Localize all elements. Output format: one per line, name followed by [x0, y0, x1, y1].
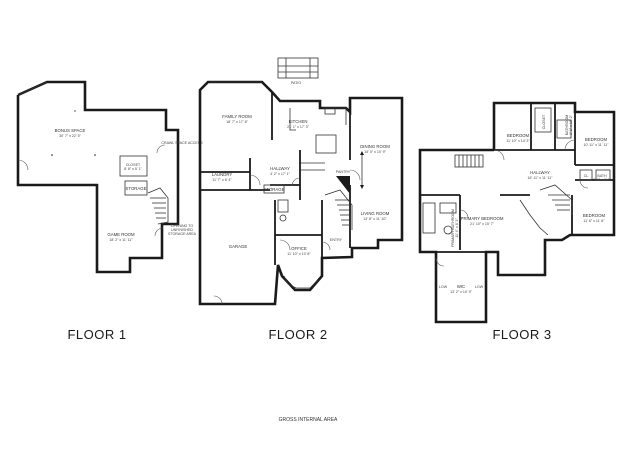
room-label-bedroom-2: BEDROOM [585, 137, 608, 142]
room-label-family-room: FAMILY ROOM [222, 114, 252, 119]
room-label-bathroom: BATHROOM [565, 115, 569, 136]
low-note-left: LOW [439, 285, 448, 289]
opening-line-2: UNFINISHED [171, 228, 193, 232]
room-dims-kitchen: 21' 1" x 17' 3" [287, 125, 309, 129]
floor-3-label: FLOOR 3 [492, 327, 551, 342]
room-label-dining-room: DINING ROOM [360, 144, 390, 149]
room-dims-hallway: 4' 2" x 17' 1" [270, 172, 290, 176]
room-label-bedroom-3: BEDROOM [583, 213, 606, 218]
room-label-bedroom-1: BEDROOM [507, 133, 530, 138]
room-label-living-room: LIVING ROOM [361, 211, 390, 216]
room-dims-living-room: 13' 8" x 11' 10" [363, 217, 387, 221]
room-label-bonus-space: BONUS SPACE [55, 128, 86, 133]
room-label-closet-f3: CLOSET [542, 114, 546, 129]
room-label-pantry: PANTRY [336, 170, 351, 174]
room-label-game-room: GAME ROOM [107, 232, 135, 237]
room-dims-primary-bedroom: 21' 10" x 15' 7" [470, 222, 494, 226]
room-dims-laundry: 11' 7" x 6' 4" [212, 178, 232, 182]
room-label-primary-bathroom: PRIMARY BATHROOM [451, 209, 455, 247]
room-label-entry: ENTRY [330, 238, 343, 242]
room-label-cl: CL [584, 174, 589, 178]
room-label-closet: CLOSET [126, 163, 141, 167]
room-dims-bonus-space: 30' 7" x 22' 5" [59, 134, 81, 138]
room-label-wic: WIC [457, 284, 465, 289]
floor-2-label: FLOOR 2 [268, 327, 327, 342]
room-dims-wic: 13' 2" x 10' 9" [450, 290, 472, 294]
gross-internal-area-label: GROSS INTERNAL AREA [279, 417, 338, 423]
room-dims-game-room: 18' 2" x 11' 11" [109, 238, 133, 242]
room-label-hallway-f3: HALLWAY [530, 170, 550, 175]
room-dims-bathroom: 8' 1" x 10' 2" [569, 114, 573, 134]
room-label-opening-unfinished: OPENING TO [171, 224, 194, 228]
room-label-storage: STORAGE [126, 186, 147, 191]
room-dims-bedroom-1: 11' 10" x 14' 3" [506, 139, 530, 143]
floor-1-plan: BONUS SPACE 30' 7" x 22' 5" CRAWL SPACE … [16, 80, 203, 342]
floor-3-plan: BEDROOM 11' 10" x 14' 3" CLOSET BATHROOM… [418, 101, 616, 342]
room-label-patio: PATIO [291, 81, 301, 85]
room-label-storage-f2: STORAGE [264, 187, 285, 192]
room-label-primary-bedroom: PRIMARY BEDROOM [461, 216, 504, 221]
room-dims-primary-bathroom: 11' 4" x 8' 3" [455, 218, 459, 238]
floor-2-plan: PATIO FAMILY ROOM 18' 7" x 17' 8" KITCHE… [198, 57, 404, 342]
room-label-bath: BATH [597, 174, 607, 178]
room-dims-dining-room: 15' 0" x 10' 9" [364, 150, 386, 154]
room-label-hallway: HALLWAY [270, 166, 290, 171]
floor-1-label: FLOOR 1 [67, 327, 126, 342]
room-label-crawl-space-access: CRAWL SPACE ACCESS [161, 141, 203, 145]
room-dims-office: 11' 10" x 10' 8" [287, 252, 311, 256]
room-label-garage: GARAGE [229, 244, 248, 249]
room-dims-hallway-f3: 16' 11" x 11' 11" [528, 176, 554, 180]
room-dims-family-room: 18' 7" x 17' 8" [226, 120, 248, 124]
room-label-office: OFFICE [291, 246, 307, 251]
room-dims-closet: 8' 8" x 5' 1" [124, 167, 142, 171]
room-dims-bedroom-2: 10' 11" x 11' 11" [584, 143, 610, 147]
room-dims-bath: 5' 8" x 8' 1" [593, 178, 611, 182]
opening-line-3: STORAGE AREA [168, 232, 197, 236]
low-note-right: LOW [475, 285, 484, 289]
room-label-laundry: LAUNDRY [212, 172, 233, 177]
room-dims-bedroom-3: 11' 6" x 11' 6" [583, 219, 605, 223]
room-label-kitchen: KITCHEN [289, 119, 308, 124]
